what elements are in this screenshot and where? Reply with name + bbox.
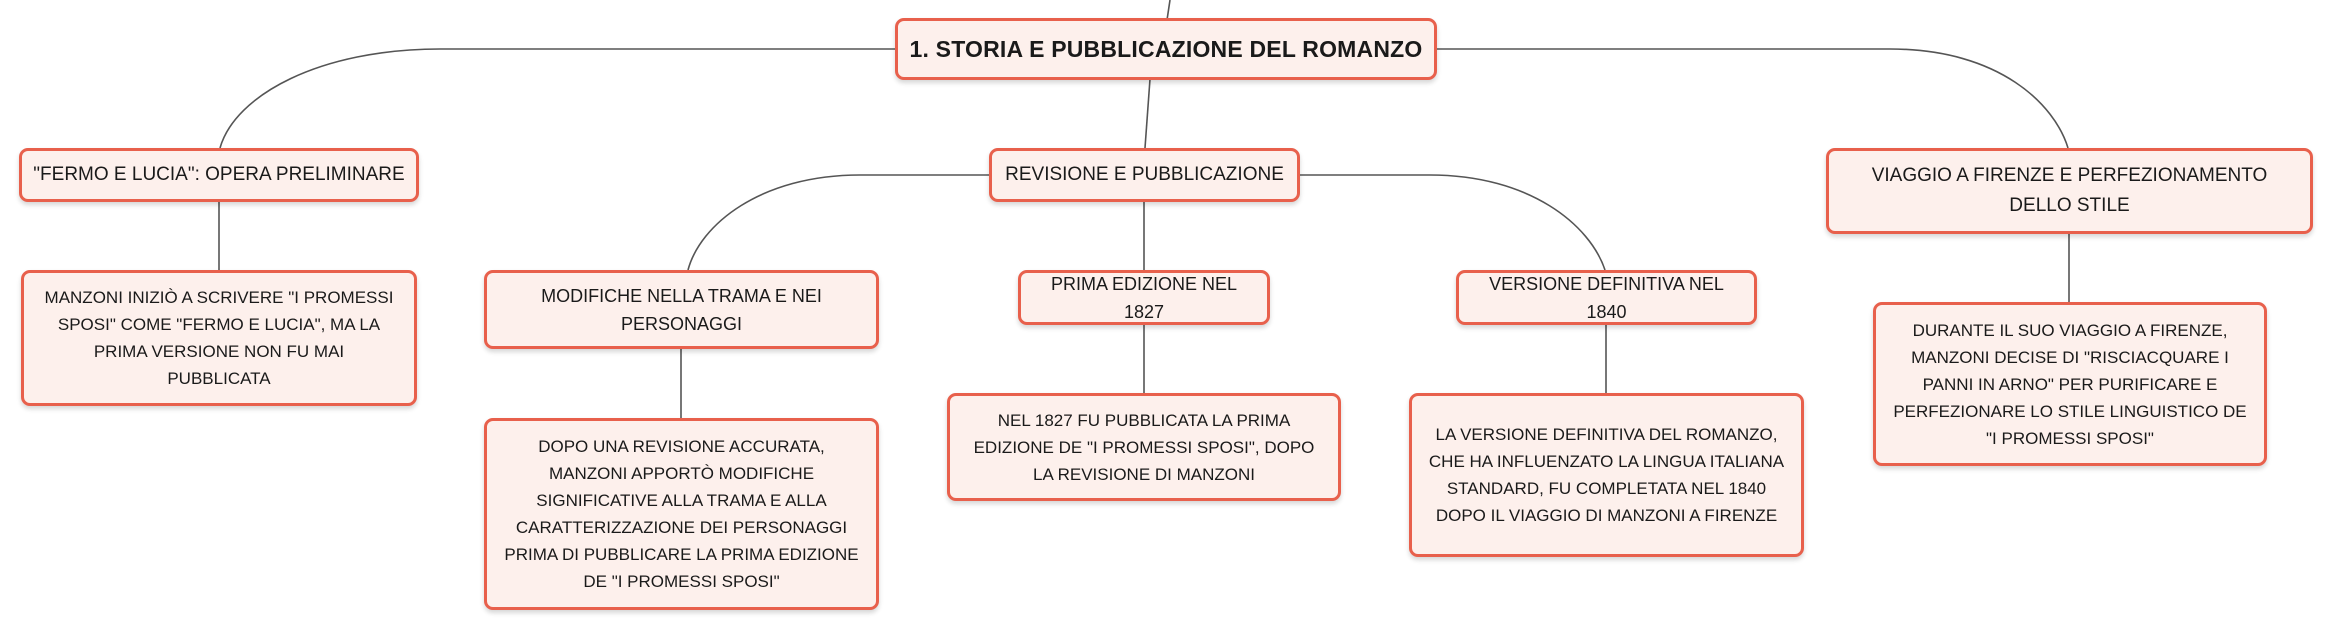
detail-modifiche[interactable]: DOPO UNA REVISIONE ACCURATA, MANZONI APP… [484, 418, 879, 610]
subtopic-versione-definitiva-1840[interactable]: VERSIONE DEFINITIVA NEL 1840 [1456, 270, 1757, 325]
connector-root-viaggio [1437, 48, 2069, 149]
topic-fermo-e-lucia[interactable]: "FERMO E LUCIA": OPERA PRELIMINARE [19, 148, 419, 202]
topic-revisione-label: REVISIONE E PUBBLICAZIONE [1005, 164, 1284, 185]
connector-revisione-modifiche [687, 174, 989, 271]
detail-versione-definitiva[interactable]: LA VERSIONE DEFINITIVA DEL ROMANZO, CHE … [1409, 393, 1804, 557]
subtopic-modifiche-trama-personaggi[interactable]: MODIFICHE NELLA TRAMA E NEI PERSONAGGI [484, 270, 879, 349]
connector-root-revisione [1144, 78, 1151, 149]
detail-viaggio-a-firenze[interactable]: DURANTE IL SUO VIAGGIO A FIRENZE, MANZON… [1873, 302, 2267, 466]
topic-revisione-e-pubblicazione[interactable]: REVISIONE E PUBBLICAZIONE [989, 148, 1300, 202]
topic-viaggio-label: VIAGGIO A FIRENZE E PERFEZIONAMENTO DELL… [1871, 165, 2268, 216]
detail-versione-definitiva-text: LA VERSIONE DEFINITIVA DEL ROMANZO, CHE … [1428, 425, 1785, 525]
subtopic-modifiche-label: MODIFICHE NELLA TRAMA E NEI PERSONAGGI [541, 285, 822, 334]
subtopic-prima-edizione-label: PRIMA EDIZIONE NEL 1827 [1050, 273, 1238, 322]
detail-prima-edizione[interactable]: NEL 1827 FU PUBBLICATA LA PRIMA EDIZIONE… [947, 393, 1341, 501]
root-topic-label: 1. STORIA E PUBBLICAZIONE DEL ROMANZO [909, 35, 1423, 62]
detail-fermo-e-lucia[interactable]: MANZONI INIZIÒ A SCRIVERE "I PROMESSI SP… [21, 270, 417, 406]
detail-viaggio-text: DURANTE IL SUO VIAGGIO A FIRENZE, MANZON… [1893, 320, 2247, 448]
subtopic-prima-edizione-1827[interactable]: PRIMA EDIZIONE NEL 1827 [1018, 270, 1270, 325]
root-topic[interactable]: 1. STORIA E PUBBLICAZIONE DEL ROMANZO [895, 18, 1437, 80]
connector-revisione-versione [1300, 174, 1606, 271]
detail-prima-edizione-text: NEL 1827 FU PUBBLICATA LA PRIMA EDIZIONE… [973, 410, 1315, 484]
connector-parent-root [1166, 0, 1171, 21]
detail-fermo-e-lucia-text: MANZONI INIZIÒ A SCRIVERE "I PROMESSI SP… [44, 288, 394, 388]
topic-viaggio-a-firenze[interactable]: VIAGGIO A FIRENZE E PERFEZIONAMENTO DELL… [1826, 148, 2313, 234]
detail-modifiche-text: DOPO UNA REVISIONE ACCURATA, MANZONI APP… [504, 437, 859, 591]
subtopic-versione-definitiva-label: VERSIONE DEFINITIVA NEL 1840 [1489, 273, 1724, 322]
connector-root-fermo [219, 48, 895, 149]
topic-fermo-e-lucia-label: "FERMO E LUCIA": OPERA PRELIMINARE [33, 164, 405, 185]
